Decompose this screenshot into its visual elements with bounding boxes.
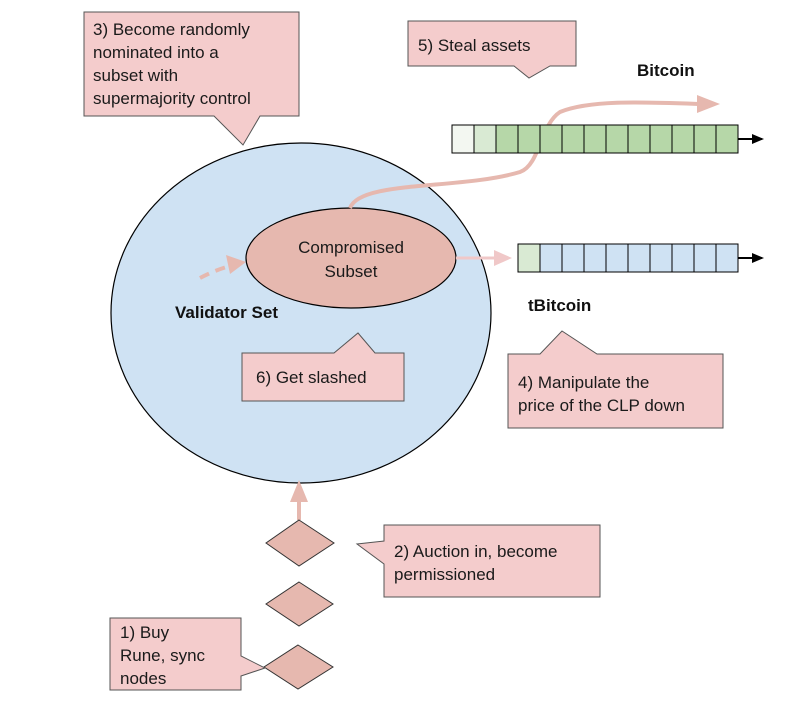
node-diamond-top bbox=[265, 519, 335, 567]
tbitcoin-block bbox=[715, 243, 739, 273]
tbitcoin-chain bbox=[517, 243, 739, 273]
callout-step3-line2: nominated into a bbox=[93, 43, 219, 62]
compromised-subset-label-line1: Compromised bbox=[298, 238, 404, 257]
bitcoin-label: Bitcoin bbox=[637, 61, 695, 80]
callout-step6 bbox=[241, 332, 405, 402]
join-arrowhead bbox=[290, 480, 308, 502]
validator-set-ellipse bbox=[110, 142, 492, 484]
bitcoin-block bbox=[671, 124, 695, 154]
validator-set-label: Validator Set bbox=[175, 303, 278, 322]
callout-step5-line1: 5) Steal assets bbox=[418, 36, 530, 55]
tbitcoin-block bbox=[649, 243, 673, 273]
callout-step3-line3: subset with bbox=[93, 66, 178, 85]
callout-step1-line3: nodes bbox=[120, 669, 166, 688]
callout-step2 bbox=[355, 524, 601, 598]
dashed-entry-arrow bbox=[199, 264, 231, 280]
bitcoin-block bbox=[605, 124, 629, 154]
tbitcoin-block bbox=[517, 243, 541, 273]
compromised-subset-label-line2: Subset bbox=[325, 262, 378, 281]
tbitcoin-block bbox=[605, 243, 629, 273]
bitcoin-block bbox=[539, 124, 563, 154]
callout-step4-line2: price of the CLP down bbox=[518, 396, 685, 415]
bitcoin-block bbox=[627, 124, 651, 154]
steal-assets-arrowhead bbox=[697, 95, 720, 113]
callout-step1-line2: Rune, sync bbox=[120, 646, 206, 665]
callout-step3-line4: supermajority control bbox=[93, 89, 251, 108]
bitcoin-block bbox=[451, 124, 475, 154]
node-diamond-bottom bbox=[263, 644, 334, 690]
bitcoin-block bbox=[693, 124, 717, 154]
callout-step2-line2: permissioned bbox=[394, 565, 495, 584]
bitcoin-block bbox=[583, 124, 607, 154]
bitcoin-block bbox=[517, 124, 541, 154]
subset-to-tbitcoin-arrowhead bbox=[494, 250, 512, 266]
callout-step4-line1: 4) Manipulate the bbox=[518, 373, 649, 392]
callout-step6-line1: 6) Get slashed bbox=[256, 368, 367, 387]
callout-step2-line1: 2) Auction in, become bbox=[394, 542, 557, 561]
tbitcoin-block bbox=[693, 243, 717, 273]
tbitcoin-block bbox=[583, 243, 607, 273]
bitcoin-block bbox=[715, 124, 739, 154]
tbitcoin-block bbox=[539, 243, 563, 273]
bitcoin-block bbox=[649, 124, 673, 154]
callout-step5 bbox=[407, 20, 577, 79]
tbitcoin-block bbox=[561, 243, 585, 273]
bitcoin-chain bbox=[451, 124, 739, 154]
node-diamond-middle bbox=[265, 581, 334, 627]
bitcoin-block bbox=[473, 124, 497, 154]
callout-step4 bbox=[507, 330, 724, 429]
callout-step3 bbox=[83, 11, 300, 146]
tbitcoin-block bbox=[671, 243, 695, 273]
callout-step1-line1: 1) Buy bbox=[120, 623, 170, 642]
dashed-entry-arrowhead bbox=[226, 255, 246, 274]
tbitcoin-label: tBitcoin bbox=[528, 296, 591, 315]
callout-step3-line1: 3) Become randomly bbox=[93, 20, 250, 39]
callout-step1 bbox=[109, 617, 267, 691]
compromised-subset-ellipse bbox=[245, 207, 457, 309]
tbitcoin-block bbox=[627, 243, 651, 273]
bitcoin-block bbox=[495, 124, 519, 154]
bitcoin-block bbox=[561, 124, 585, 154]
